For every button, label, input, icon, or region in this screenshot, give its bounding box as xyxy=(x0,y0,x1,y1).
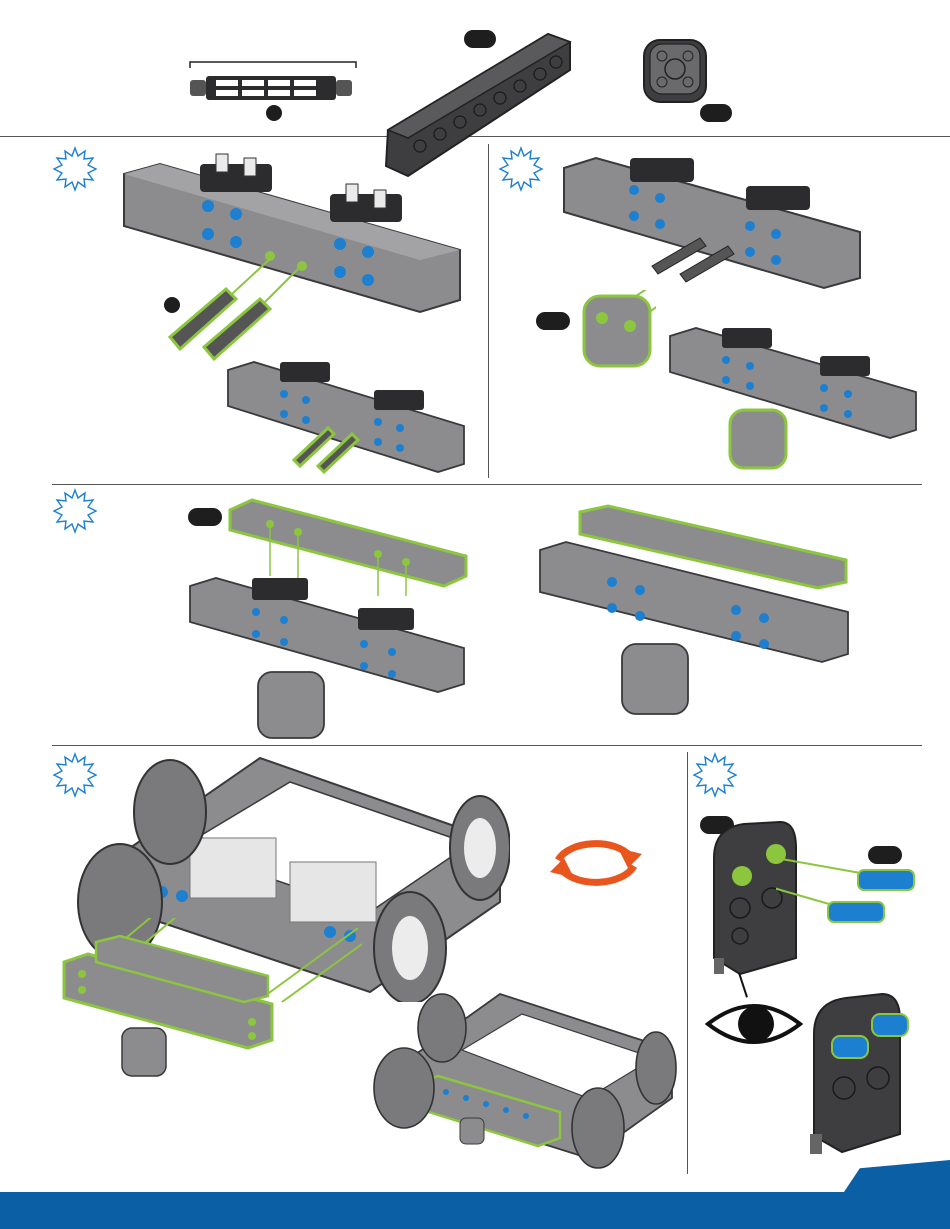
divider-row2 xyxy=(52,484,922,485)
eye-icon xyxy=(704,994,804,1054)
pin-connector-part xyxy=(186,60,362,124)
step-2-square-plate xyxy=(580,290,656,370)
step-3-assembly xyxy=(186,572,468,742)
step-4-front-beam xyxy=(62,918,362,1080)
divider-row4 xyxy=(687,752,688,1174)
starburst-icon xyxy=(52,488,98,534)
step-1-pins xyxy=(160,255,310,365)
starburst-icon xyxy=(52,146,98,192)
starburst-icon xyxy=(692,752,738,798)
square-plate-part xyxy=(640,36,712,108)
step-3-result xyxy=(536,504,852,718)
rotate-icon xyxy=(548,838,644,888)
step-5-blue-pins xyxy=(776,850,926,934)
step-2-result xyxy=(666,318,920,474)
footer-bar xyxy=(0,1192,950,1229)
qty-badge-step2 xyxy=(536,312,570,330)
divider-row3 xyxy=(52,745,922,746)
qty-badge-plate xyxy=(700,104,732,122)
step-2-beam-assembly xyxy=(560,146,865,296)
step-4-result xyxy=(372,988,678,1172)
divider-row1 xyxy=(488,144,489,478)
step-1-result xyxy=(224,352,468,478)
qty-badge-step3 xyxy=(188,508,222,526)
step-5-result xyxy=(796,988,916,1172)
